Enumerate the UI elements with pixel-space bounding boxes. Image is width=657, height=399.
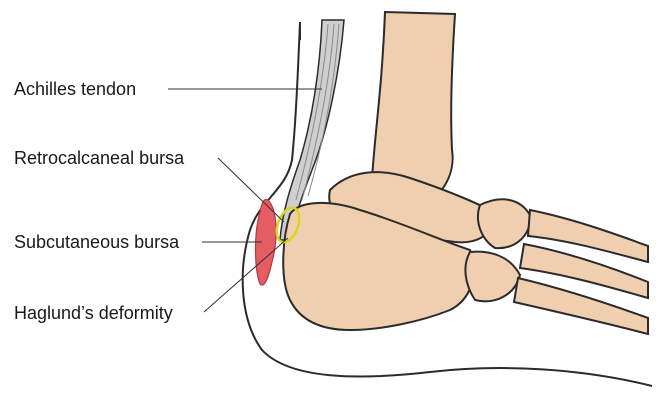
navicular-bone (478, 199, 530, 248)
cuboid-bone (465, 252, 520, 302)
leader-line-retrocalcaneal (218, 158, 284, 222)
label-subcutaneous-bursa: Subcutaneous bursa (14, 232, 179, 252)
label-retrocalcaneal-bursa: Retrocalcaneal bursa (14, 148, 184, 168)
label-achilles-tendon: Achilles tendon (14, 79, 136, 99)
label-haglunds-deformity: Haglund’s deformity (14, 303, 173, 323)
